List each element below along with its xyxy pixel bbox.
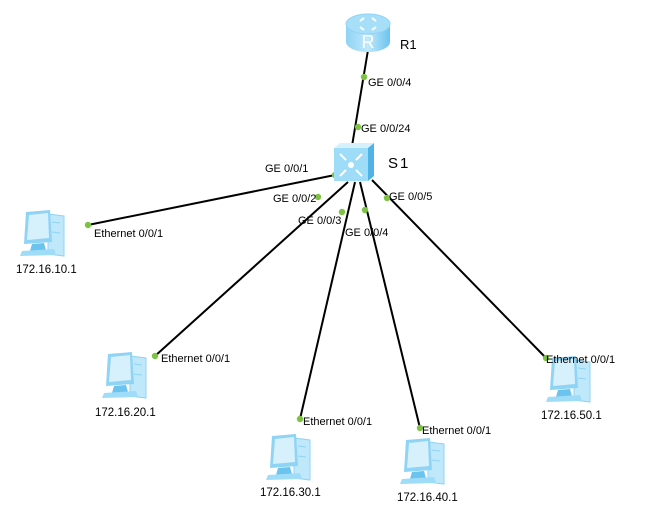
router-port-label: GE 0/0/4 — [368, 77, 412, 89]
pc-ip-label-1: 172.16.10.1 — [16, 264, 77, 276]
link-pc-2[interactable] — [154, 181, 349, 357]
router-r1[interactable]: R — [344, 10, 392, 54]
pc-ip-label-5: 172.16.50.1 — [541, 410, 602, 422]
pc-port-label-2: Ethernet 0/0/1 — [161, 353, 231, 365]
pc-ip-label-4: 172.16.40.1 — [397, 492, 458, 504]
link-router-switch[interactable] — [351, 49, 369, 147]
pc-4[interactable] — [400, 436, 452, 486]
pc-port-label-4: Ethernet 0/0/1 — [422, 425, 492, 437]
pc-port-dot-5 — [542, 354, 550, 362]
router-icon: R — [345, 13, 391, 52]
switch-uplink-port-label: GE 0/0/24 — [361, 123, 411, 135]
link-pc-1[interactable] — [87, 174, 336, 226]
pc-icon — [400, 438, 445, 485]
pc-icon — [102, 352, 147, 399]
switch-port-label-5: GE 0/0/5 — [389, 191, 433, 203]
router-port-dot — [360, 73, 368, 81]
pc-1[interactable] — [20, 208, 72, 258]
switch-port-dot-4 — [361, 206, 369, 214]
pc-icon — [20, 210, 65, 257]
pc-5[interactable] — [546, 354, 598, 404]
switch-name: S1 — [388, 155, 411, 172]
pc-port-dot-2 — [151, 352, 159, 360]
pc-port-label-3: Ethernet 0/0/1 — [303, 416, 373, 428]
pc-port-dot-4 — [416, 424, 424, 432]
pc-2[interactable] — [102, 350, 154, 400]
pc-3[interactable] — [266, 432, 318, 482]
pc-port-label-5: Ethernet 0/0/1 — [546, 354, 616, 366]
switch-port-label-1: GE 0/0/1 — [265, 163, 309, 175]
switch-port-label-3: GE 0/0/3 — [298, 215, 342, 227]
pc-port-label-1: Ethernet 0/0/1 — [94, 228, 164, 240]
switch-port-dot-3 — [338, 208, 346, 216]
switch-s1[interactable] — [330, 142, 374, 182]
pc-icon — [266, 434, 311, 481]
pc-port-dot-1 — [84, 221, 92, 229]
pc-port-dot-3 — [296, 415, 304, 423]
switch-uplink-port-dot — [354, 123, 362, 131]
switch-port-label-4: GE 0/0/4 — [345, 227, 389, 239]
switch-icon — [334, 143, 374, 181]
pc-ip-label-2: 172.16.20.1 — [95, 407, 156, 419]
link-pc-3[interactable] — [299, 181, 356, 420]
link-pc-5[interactable] — [371, 179, 547, 359]
pc-icon — [546, 356, 591, 403]
pc-ip-label-3: 172.16.30.1 — [260, 487, 321, 499]
switch-port-dot-5 — [383, 194, 391, 202]
router-name: R1 — [400, 37, 417, 52]
link-pc-4[interactable] — [359, 181, 421, 429]
switch-port-dot-2 — [314, 193, 322, 201]
switch-port-label-2: GE 0/0/2 — [273, 193, 317, 205]
svg-text:R: R — [362, 32, 375, 52]
